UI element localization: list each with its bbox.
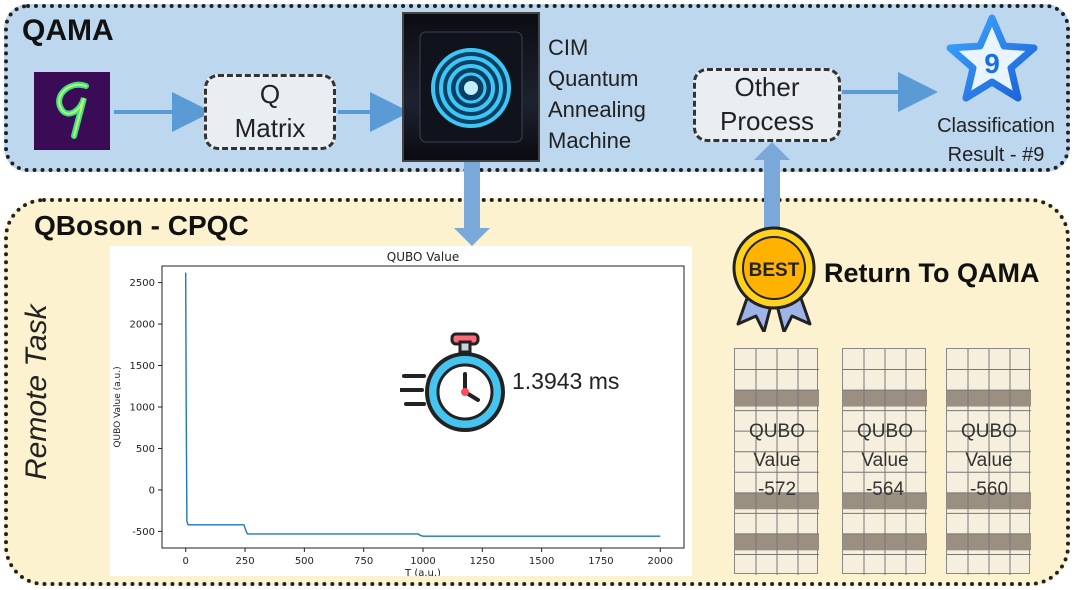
x-axis-label: T (a.u.) bbox=[404, 568, 441, 576]
other-process-line2: Process bbox=[720, 106, 814, 136]
y-tick-label: 1000 bbox=[130, 403, 155, 414]
arrow-return-to-process bbox=[754, 142, 790, 234]
x-tick-label: 2000 bbox=[648, 556, 673, 567]
card-grid bbox=[843, 349, 927, 575]
x-tick-label: 1500 bbox=[529, 556, 554, 567]
x-tick-label: 1250 bbox=[470, 556, 495, 567]
x-tick-label: 1000 bbox=[410, 556, 435, 567]
remote-task-label: Remote Task bbox=[20, 304, 53, 480]
cim-line: Machine bbox=[548, 128, 632, 153]
best-badge-icon: BEST bbox=[732, 226, 816, 332]
chart-title: QUBO Value bbox=[387, 250, 459, 264]
card-grid bbox=[735, 349, 819, 575]
qubo-series-line bbox=[185, 272, 661, 537]
y-tick-label: 0 bbox=[149, 485, 155, 496]
x-tick-label: 1750 bbox=[588, 556, 613, 567]
x-tick-label: 250 bbox=[235, 556, 254, 567]
other-process-box: Other Process bbox=[693, 68, 841, 142]
qubo-card-line1: QUBO bbox=[857, 421, 913, 442]
cim-line: Annealing bbox=[548, 97, 646, 122]
result-label: Classification Result - #9 bbox=[926, 112, 1066, 170]
y-tick-label: -500 bbox=[132, 527, 155, 538]
cim-line: CIM bbox=[548, 35, 589, 60]
qubo-card-line2: Value bbox=[861, 450, 909, 471]
qubo-card: QUBO Value -560 bbox=[946, 348, 1031, 575]
y-tick-label: 2500 bbox=[130, 278, 155, 289]
star-icon: 9 bbox=[946, 14, 1038, 102]
cim-label: CIM Quantum Annealing Machine bbox=[548, 32, 646, 156]
q-matrix-line1: Q bbox=[259, 79, 281, 110]
y-tick-label: 2000 bbox=[130, 320, 155, 331]
qubo-card-line1: QUBO bbox=[749, 421, 805, 442]
qubo-card-value: -564 bbox=[865, 479, 905, 500]
cim-machine-image bbox=[402, 12, 540, 162]
y-axis-label: QUBO Value (a.u.) bbox=[113, 366, 123, 447]
qubo-card-line1: QUBO bbox=[961, 421, 1017, 442]
result-line1: Classification bbox=[937, 115, 1055, 137]
other-process-line1: Other bbox=[734, 72, 800, 103]
digit-image bbox=[34, 72, 110, 150]
qubo-card-line2: Value bbox=[965, 450, 1013, 471]
y-tick-label: 1500 bbox=[130, 361, 155, 372]
qubo-card-line2: Value bbox=[753, 450, 801, 471]
cim-line: Quantum bbox=[548, 66, 639, 91]
best-text: BEST bbox=[749, 260, 800, 281]
qubo-card-value: -572 bbox=[757, 479, 797, 500]
result-line2: Result - #9 bbox=[947, 144, 1045, 166]
qubo-card-value: -560 bbox=[969, 479, 1009, 500]
y-tick-label: 500 bbox=[136, 444, 155, 455]
q-matrix-box: Q Matrix bbox=[204, 74, 336, 150]
star-digit: 9 bbox=[984, 48, 1000, 79]
arrow-cim-to-qboson bbox=[454, 162, 490, 246]
x-tick-label: 750 bbox=[354, 556, 373, 567]
return-label: Return To QAMA bbox=[824, 258, 1040, 288]
q-matrix-line2: Matrix bbox=[234, 113, 306, 143]
x-tick-label: 0 bbox=[183, 556, 189, 567]
timer-label: 1.3943 ms bbox=[512, 368, 620, 394]
x-tick-label: 500 bbox=[295, 556, 314, 567]
qama-title: QAMA bbox=[22, 14, 114, 47]
qubo-chart: QUBO Value 0 250 500 750 1000 1250 1500 1750 2000… bbox=[110, 246, 692, 579]
qboson-title: QBoson - CPQC bbox=[34, 210, 249, 241]
card-grid bbox=[947, 349, 1031, 575]
qubo-chart-svg: QUBO Value 0 250 500 750 1000 1250 1500 1750 2000… bbox=[113, 250, 685, 579]
qubo-card: QUBO Value -564 bbox=[842, 348, 927, 575]
stopwatch-icon bbox=[400, 332, 505, 432]
qubo-card: QUBO Value -572 bbox=[734, 348, 819, 575]
